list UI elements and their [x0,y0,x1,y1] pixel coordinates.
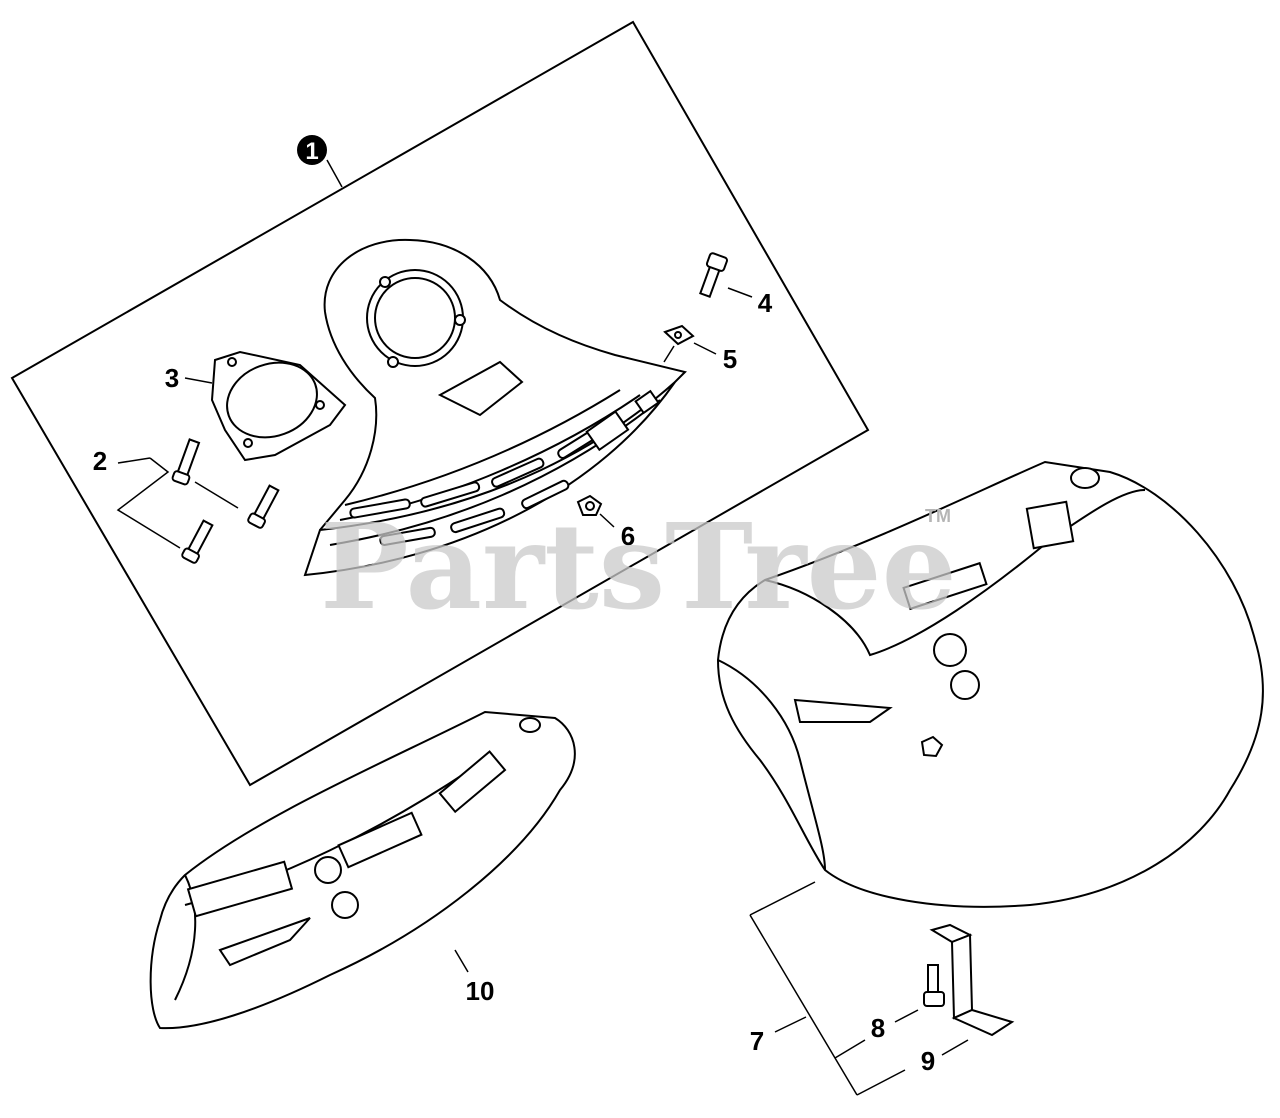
callout-2-label: 2 [93,446,107,476]
callout-7: 7 [750,1026,764,1056]
svg-text:6: 6 [621,521,635,551]
svg-text:4: 4 [758,288,773,318]
callout-2 [116,457,239,549]
gasket-plate [210,350,347,462]
callout-3: 3 [165,363,213,393]
callout-4: 4 [727,287,773,318]
callout-10: 10 [454,949,495,1006]
bracket-9 [929,923,1015,1037]
nut-5 [663,324,695,346]
callout-6: 6 [599,513,635,551]
guard-plate [303,238,687,577]
screw-set [171,438,280,564]
kit-outline-box [10,20,870,787]
screw-8 [923,964,945,1007]
svg-text:3: 3 [165,363,179,393]
callout-7-bracket [749,881,906,1096]
svg-text:10: 10 [466,976,495,1006]
callout-8: 8 [871,1009,919,1043]
callout-1: 1 [297,135,343,188]
screw-4 [699,252,728,298]
callout-9: 9 [921,1039,969,1076]
svg-text:8: 8 [871,1013,885,1043]
shield-small [149,710,576,1030]
svg-text:9: 9 [921,1046,935,1076]
shield-large [716,460,1264,908]
svg-text:1: 1 [305,138,318,165]
callout-5: 5 [663,342,737,374]
nut-6 [576,494,603,516]
watermark-trademark: TM [925,506,951,526]
watermark-text: PartsTree [320,497,957,636]
svg-text:5: 5 [723,344,737,374]
